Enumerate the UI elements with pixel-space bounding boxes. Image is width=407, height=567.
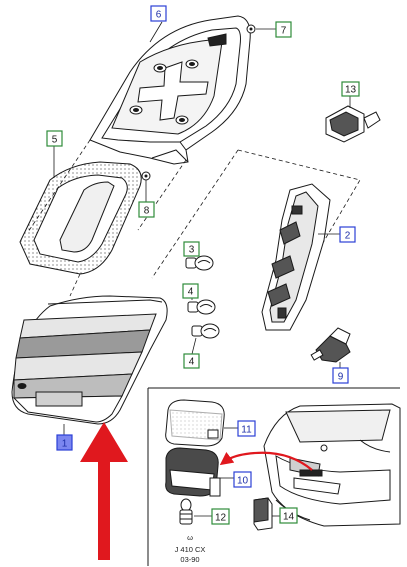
- red-curved-arrow-icon: [219, 451, 313, 471]
- svg-text:13: 13: [345, 85, 357, 96]
- svg-text:5: 5: [52, 135, 58, 146]
- switch-part-9: [310, 327, 351, 370]
- callout-5: 5: [46, 130, 63, 147]
- svg-text:2: 2: [345, 231, 351, 242]
- callout-12: 12: [211, 508, 230, 525]
- nut-part-7: [246, 24, 276, 34]
- svg-text:14: 14: [283, 512, 295, 523]
- screw-part-8: [141, 171, 151, 202]
- callout-9: 9: [332, 367, 349, 384]
- svg-text:12: 12: [215, 513, 227, 524]
- bulb-part-4-lower: [191, 323, 220, 355]
- callout-4-upper: 4: [182, 283, 199, 299]
- svg-text:8: 8: [144, 206, 150, 217]
- car-rear-illustration: [263, 403, 401, 527]
- callout-3: 3: [183, 241, 200, 257]
- callout-7: 7: [275, 21, 292, 38]
- red-up-arrow-icon: [80, 422, 128, 560]
- callout-14: 14: [279, 507, 298, 524]
- svg-text:6: 6: [156, 10, 162, 21]
- drawing-code-line2: 03-90: [180, 555, 199, 564]
- lamp-housing-part: [89, 15, 251, 165]
- callout-10: 10: [233, 471, 252, 488]
- callout-13: 13: [341, 81, 360, 97]
- callout-4-lower: 4: [183, 353, 200, 369]
- bulb-carrier-part-2: [261, 183, 331, 331]
- callout-2: 2: [339, 226, 356, 243]
- callout-1: 1: [56, 434, 73, 451]
- svg-text:1: 1: [62, 439, 68, 450]
- svg-text:11: 11: [241, 425, 252, 436]
- leader-6: [149, 21, 163, 43]
- svg-text:7: 7: [281, 26, 287, 37]
- svg-text:4: 4: [189, 357, 195, 368]
- connector-part-13: [325, 96, 381, 143]
- callout-8: 8: [138, 201, 155, 218]
- svg-text:10: 10: [237, 476, 249, 487]
- bulb-part-4-upper: [187, 296, 216, 315]
- tool-symbol-icon: ω: [187, 533, 193, 542]
- inset-panel: ω J 410 CX 03-90: [147, 387, 401, 566]
- svg-text:3: 3: [189, 245, 195, 256]
- callout-11: 11: [237, 420, 256, 437]
- tail-lamp-lens-part-1: [11, 295, 168, 436]
- callout-6: 6: [150, 5, 167, 22]
- svg-text:9: 9: [338, 372, 344, 383]
- svg-text:4: 4: [188, 287, 194, 298]
- drawing-code-line1: J 410 CX: [175, 545, 206, 554]
- cover-part-11: [165, 399, 238, 447]
- assembly-dashed-lines: [27, 139, 361, 297]
- bulb-part-3: [185, 246, 214, 271]
- gasket-part-5: [19, 161, 142, 275]
- plug-part-14: [253, 497, 280, 531]
- number-plate-lamp-part-10: [165, 447, 234, 497]
- bulb-part-12: [179, 498, 212, 525]
